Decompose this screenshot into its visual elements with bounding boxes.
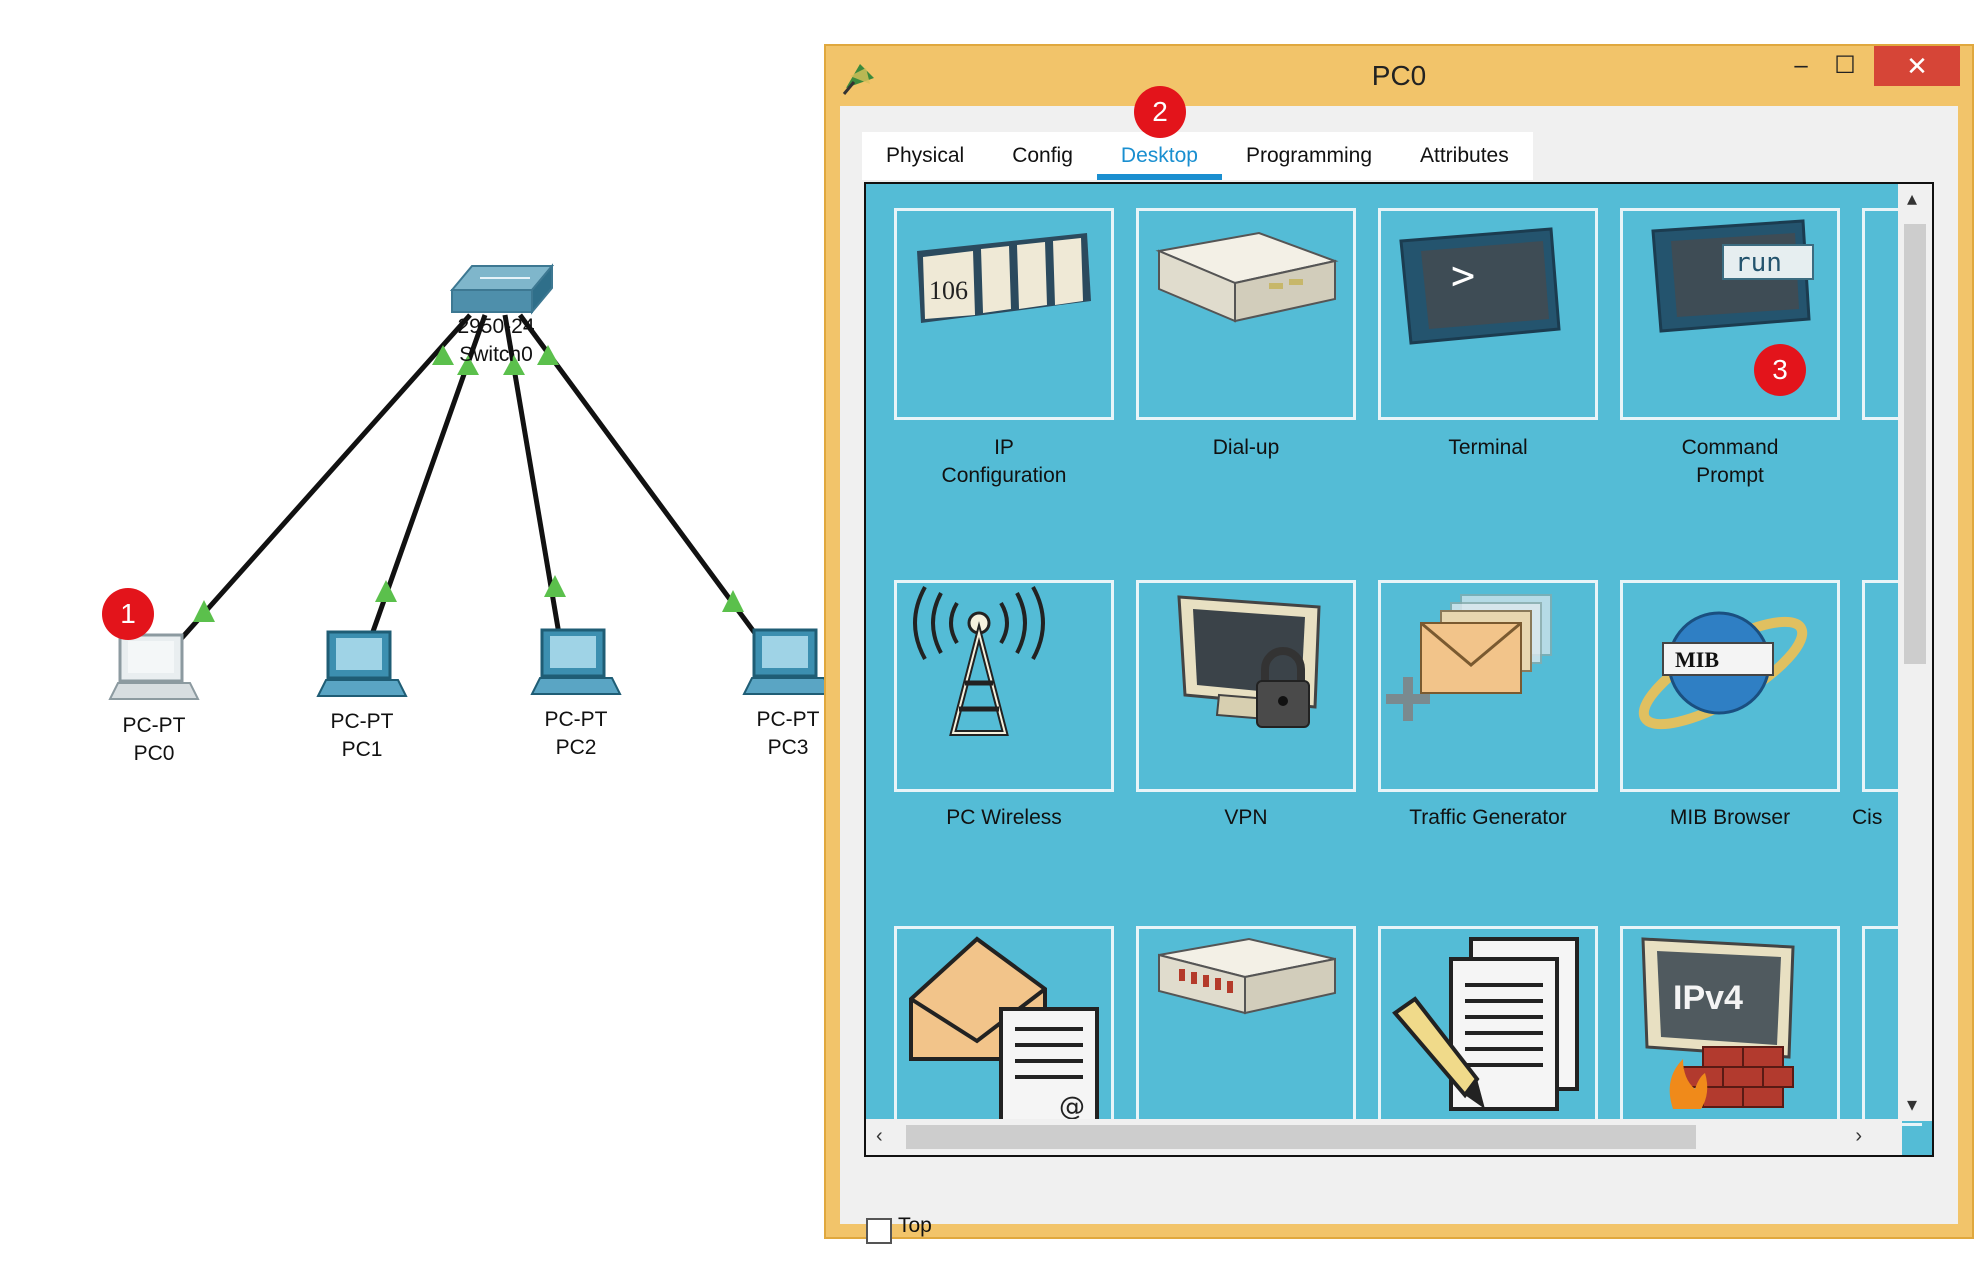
mib-browser-icon: MIB <box>1638 611 1808 730</box>
pc-icon[interactable] <box>316 630 408 697</box>
terminal-prompt-text: > <box>1451 253 1475 299</box>
link-pc0 <box>178 313 472 642</box>
command-prompt-app[interactable]: run <box>1620 208 1840 420</box>
ip-icon-text: 106 <box>929 276 968 305</box>
desktop-pane: 106 > <box>864 182 1934 1157</box>
switch-name-label: Switch0 <box>459 343 533 366</box>
step-marker-3: 3 <box>1754 344 1806 396</box>
mib-browser-label: MIB Browser <box>1669 806 1791 829</box>
pc-type-label: PC-PT <box>122 714 186 737</box>
app-label-line2: Configuration <box>941 464 1067 487</box>
pc-wireless-label: PC Wireless <box>946 806 1062 829</box>
command-prompt-icon: run <box>1651 219 1814 333</box>
tab-bar: Physical Config Desktop Programming Attr… <box>862 132 1533 180</box>
switch-label: 2950-24 Switch0 <box>436 313 556 369</box>
ipv4-firewall-app[interactable]: IPv4 <box>1620 926 1840 1126</box>
wireless-tower-icon <box>913 586 1045 736</box>
scroll-left-icon[interactable]: ‹ <box>876 1125 883 1147</box>
pc-name-label: PC1 <box>341 738 383 761</box>
mib-browser-app[interactable]: MIB <box>1620 580 1840 792</box>
window-client: Physical Config Desktop Programming Attr… <box>840 86 1958 1244</box>
step-marker-2: 2 <box>1134 86 1186 138</box>
ip-configuration-app[interactable]: 106 <box>894 208 1114 420</box>
pc0-label: PC-PT PC0 <box>94 712 214 768</box>
pc-type-label: PC-PT <box>544 708 608 731</box>
vpn-label: VPN <box>1224 806 1268 829</box>
app-label-line2: Prompt <box>1696 464 1764 487</box>
partial-app-label: Cis <box>1852 806 1883 829</box>
topology-links <box>108 263 834 700</box>
tab-attributes[interactable]: Attributes <box>1420 144 1509 167</box>
app-label-line1: IP <box>994 436 1014 459</box>
ipv4-icon-text: IPv4 <box>1673 979 1743 1017</box>
partial-app-row2[interactable] <box>1862 580 1922 792</box>
link-status-icons <box>193 345 744 622</box>
email-at-text: @ <box>1059 1092 1085 1122</box>
pc-type-label: PC-PT <box>756 708 820 731</box>
dial-up-label: Dial-up <box>1212 436 1280 459</box>
vertical-scrollbar[interactable]: ▴ ▾ <box>1898 184 1932 1121</box>
scroll-right-icon[interactable]: › <box>1855 1125 1862 1147</box>
terminal-icon: > <box>1399 227 1561 345</box>
traffic-generator-icon <box>1386 594 1552 721</box>
app-label-line1: Command <box>1681 436 1779 459</box>
dial-up-app[interactable] <box>1136 208 1356 420</box>
modem-icon <box>1155 231 1339 323</box>
tab-physical[interactable]: Physical <box>886 144 965 167</box>
vpn-lock-icon <box>1177 595 1321 728</box>
pc-wireless-app[interactable] <box>894 580 1114 792</box>
horizontal-scrollbar[interactable]: ‹ › <box>866 1119 1902 1155</box>
scroll-down-icon[interactable]: ▾ <box>1907 1094 1918 1116</box>
tab-desktop[interactable]: Desktop <box>1096 132 1223 180</box>
modem-icon <box>1158 937 1336 1015</box>
traffic-generator-label: Traffic Generator <box>1409 806 1567 829</box>
link-pc3 <box>517 313 763 642</box>
text-editor-icon <box>1392 937 1579 1111</box>
command-prompt-label: Command Prompt <box>1610 434 1850 490</box>
horizontal-scroll-thumb[interactable] <box>906 1125 1696 1149</box>
modem-app[interactable] <box>1136 926 1356 1126</box>
run-icon-text: run <box>1735 248 1782 278</box>
pc1-label: PC-PT PC1 <box>302 708 422 764</box>
ip-configuration-label: IP Configuration <box>884 434 1124 490</box>
email-icon: @ <box>909 936 1099 1125</box>
partial-app-row1[interactable] <box>1862 208 1922 420</box>
pc-icon[interactable] <box>530 628 622 695</box>
vpn-app[interactable] <box>1136 580 1356 792</box>
pc3-label: PC-PT PC3 <box>728 706 848 762</box>
pc-name-label: PC0 <box>133 742 175 765</box>
packet-tracer-icon <box>842 64 874 95</box>
mib-icon-text: MIB <box>1675 647 1719 672</box>
pc-type-label: PC-PT <box>330 710 394 733</box>
top-checkbox[interactable] <box>866 1218 892 1244</box>
traffic-generator-app[interactable] <box>1378 580 1598 792</box>
terminal-app[interactable]: > <box>1378 208 1598 420</box>
vertical-scroll-thumb[interactable] <box>1904 224 1926 664</box>
step-marker-1: 1 <box>102 588 154 640</box>
pc2-label: PC-PT PC2 <box>516 706 636 762</box>
ip-configuration-icon: 106 <box>917 233 1091 323</box>
pc-icon[interactable] <box>742 628 834 695</box>
switch-icon[interactable] <box>449 263 555 315</box>
pc-name-label: PC3 <box>767 736 809 759</box>
topology-canvas[interactable]: 2950-24 Switch0 PC-PT PC0 PC-PT PC1 PC-P… <box>0 0 834 1258</box>
maximize-button[interactable]: ☐ <box>1834 52 1856 79</box>
tab-config[interactable]: Config <box>1012 144 1073 167</box>
switch-model-label: 2950-24 <box>457 315 535 338</box>
terminal-label: Terminal <box>1448 436 1528 459</box>
minimize-button[interactable]: – <box>1794 52 1808 79</box>
ipv4-firewall-icon: IPv4 <box>1641 937 1795 1109</box>
pc-name-label: PC2 <box>555 736 597 759</box>
top-checkbox-label: Top <box>898 1214 932 1237</box>
text-editor-app[interactable] <box>1378 926 1598 1126</box>
tab-programming[interactable]: Programming <box>1245 144 1372 167</box>
window-titlebar[interactable]: PC0 – ☐ ✕ <box>826 46 1972 106</box>
window-title: PC0 <box>1371 60 1427 91</box>
close-button[interactable]: ✕ <box>1874 46 1960 86</box>
pc-icon[interactable] <box>108 633 200 700</box>
pc0-window[interactable]: PC0 – ☐ ✕ Physical Config Desktop Progra… <box>824 44 1974 1244</box>
email-app[interactable]: @ <box>894 926 1114 1126</box>
scroll-up-icon[interactable]: ▴ <box>1907 188 1918 210</box>
